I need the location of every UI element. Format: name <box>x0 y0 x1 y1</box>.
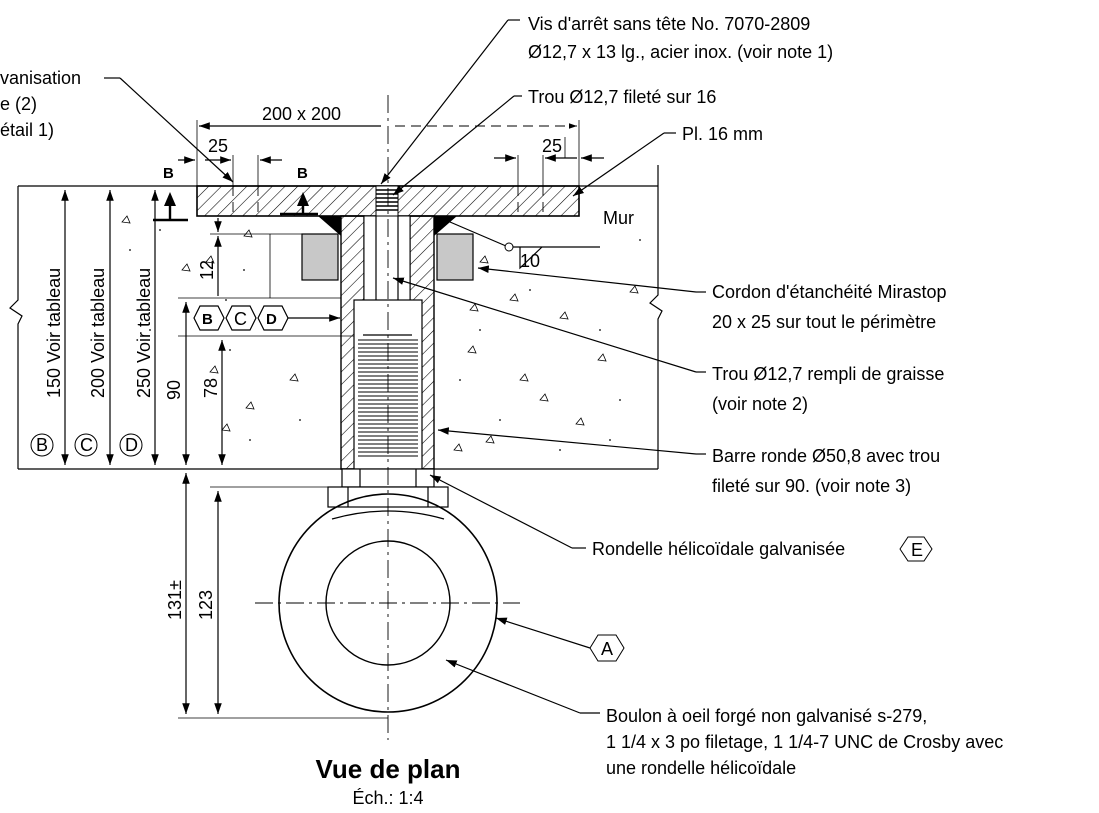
view-title: Vue de plan <box>316 754 461 784</box>
dim-123: 123 <box>196 590 216 620</box>
circle-tag-c: C <box>80 435 93 455</box>
dim-250: 250 Voir tableau <box>134 268 154 398</box>
dim-plate-size: 200 x 200 <box>262 104 341 124</box>
svg-text:une rondelle hélicoïdale: une rondelle hélicoïdale <box>606 758 796 778</box>
round-bar <box>318 215 457 470</box>
svg-text:10: 10 <box>520 251 540 271</box>
hex-tag-b: B <box>202 311 213 328</box>
svg-text:Barre ronde Ø50,8 avec trou: Barre ronde Ø50,8 avec trou <box>712 446 940 466</box>
eyebolt-callout: Boulon à oeil forgé non galvanisé s-279,… <box>445 659 1003 778</box>
dim-edge-left: 25 <box>208 136 228 156</box>
section-mark-right: B <box>280 165 318 216</box>
circle-tags: B C D <box>30 433 143 457</box>
svg-text:B: B <box>297 165 308 182</box>
circle-tag-b: B <box>36 435 48 455</box>
svg-text:(voir note 2): (voir note 2) <box>712 394 808 414</box>
set-screw-callout: Vis d'arrêt sans tête No. 7070-2809 Ø12,… <box>380 14 833 185</box>
svg-text:Vis d'arrêt sans tête No. 7070: Vis d'arrêt sans tête No. 7070-2809 <box>528 14 810 34</box>
svg-text:Boulon à oeil forgé non galvan: Boulon à oeil forgé non galvanisé s-279, <box>606 706 927 726</box>
seal-left <box>301 233 339 281</box>
grease-hole-callout: Trou Ø12,7 rempli de graisse (voir note … <box>392 277 944 414</box>
svg-text:Rondelle hélicoïdale galvanisé: Rondelle hélicoïdale galvanisée <box>592 539 845 559</box>
concrete-dots <box>129 229 641 451</box>
dim-150: 150 Voir tableau <box>44 268 64 398</box>
svg-text:20 x 25 sur tout le périmètre: 20 x 25 sur tout le périmètre <box>712 312 936 332</box>
weld-symbol: 10 <box>435 215 600 271</box>
svg-text:1 1/4 x 3 po filetage, 1 1/4-7: 1 1/4 x 3 po filetage, 1 1/4-7 UNC de Cr… <box>606 732 1003 752</box>
dim-200: 200 Voir tableau <box>88 268 108 398</box>
svg-text:vanisation: vanisation <box>0 68 81 88</box>
svg-text:e (2): e (2) <box>0 94 37 114</box>
svg-text:Trou Ø12,7 rempli de graisse: Trou Ø12,7 rempli de graisse <box>712 364 944 384</box>
dim-90: 90 <box>164 380 184 400</box>
circle-tag-d: D <box>125 435 138 455</box>
svg-text:fileté sur 90. (voir note 3): fileté sur 90. (voir note 3) <box>712 476 911 496</box>
section-mark-left: B <box>153 165 188 222</box>
hole-threaded-callout: Trou Ø12,7 fileté sur 16 <box>392 87 716 196</box>
view-scale: Éch.: 1:4 <box>352 788 423 808</box>
seal-right <box>436 233 474 281</box>
hex-tag-d: D <box>266 311 277 328</box>
hex-tags: B C D <box>193 305 340 331</box>
top-dimensions: 200 x 200 25 25 <box>178 104 604 186</box>
dim-78: 78 <box>201 378 221 398</box>
plate-callout: Pl. 16 mm <box>572 124 763 197</box>
dim-12: 12 <box>197 260 217 280</box>
galv-callout: vanisation e (2) étail 1) <box>0 68 234 183</box>
svg-text:Pl. 16 mm: Pl. 16 mm <box>682 124 763 144</box>
dim-edge-right: 25 <box>542 136 562 156</box>
svg-text:B: B <box>163 165 174 182</box>
svg-text:Cordon d'étanchéité Mirastop: Cordon d'étanchéité Mirastop <box>712 282 947 302</box>
svg-text:Ø12,7 x 13 lg., acier inox. (v: Ø12,7 x 13 lg., acier inox. (voir note 1… <box>528 42 833 62</box>
eyebolt-tag: A <box>601 639 613 659</box>
dim-131: 131± <box>165 580 185 620</box>
eyebolt-tag-callout: A <box>495 617 625 662</box>
washer-callout: Rondelle hélicoïdale galvanisée E <box>429 474 933 562</box>
washer-tag: E <box>911 540 923 560</box>
svg-text:étail 1): étail 1) <box>0 120 54 140</box>
left-dimensions: 150 Voir tableau 200 Voir tableau 250 Vo… <box>40 185 388 719</box>
wall-label: Mur <box>603 208 634 228</box>
seal-callout: Cordon d'étanchéité Mirastop 20 x 25 sur… <box>477 265 947 332</box>
concrete-speckles <box>121 215 639 452</box>
hex-tag-c: C <box>234 309 247 329</box>
svg-text:Trou Ø12,7 fileté sur 16: Trou Ø12,7 fileté sur 16 <box>528 87 716 107</box>
bar-callout: Barre ronde Ø50,8 avec trou fileté sur 9… <box>437 427 940 496</box>
eye-bolt <box>255 95 520 740</box>
